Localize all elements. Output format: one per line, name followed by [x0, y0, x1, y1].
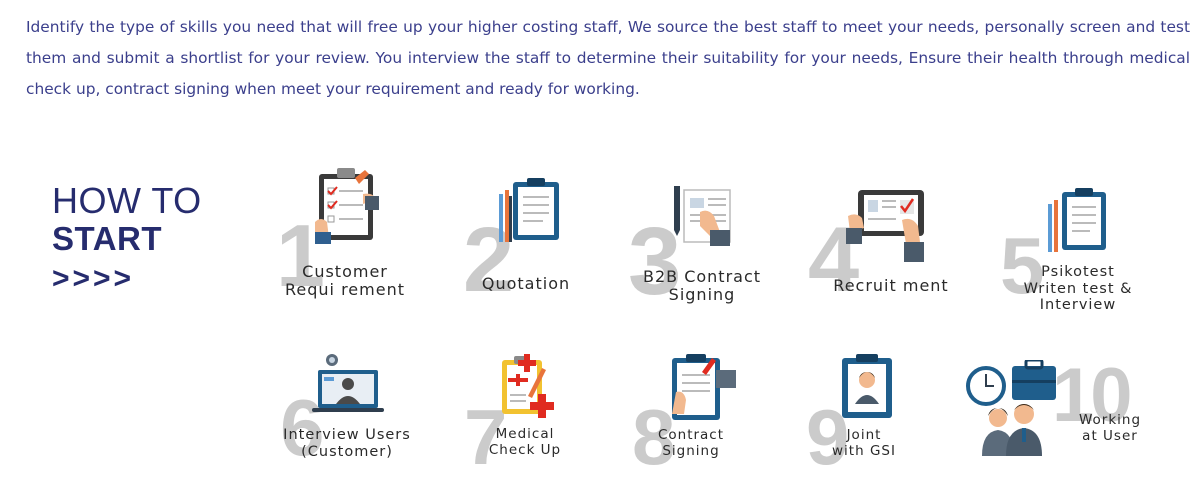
- step-label: Medical Check Up: [488, 426, 562, 458]
- step-label: Contract Signing: [657, 427, 725, 459]
- document-signing-icon: [674, 186, 731, 246]
- video-call-laptop-icon: [312, 354, 384, 412]
- start-line: START: [52, 220, 163, 257]
- clipboard-checklist-icon: [315, 168, 379, 244]
- clipboard-pens-icon: [499, 178, 559, 242]
- id-badge-icon: [842, 354, 892, 418]
- clipboard-signing-icon: [672, 354, 736, 420]
- intro-paragraph: Identify the type of skills you need tha…: [26, 18, 1190, 98]
- step-label: Working at User: [1078, 412, 1142, 444]
- clipboard-pencils-icon: [1048, 188, 1106, 252]
- workers-briefcase-clock-icon: [966, 360, 1056, 456]
- tablet-profile-icon: [846, 190, 924, 262]
- step-label: Recruit ment: [833, 276, 949, 295]
- how-to-line: HOW TO: [52, 180, 202, 221]
- step-label: Quotation: [481, 274, 571, 293]
- step-label: Customer Requi rement: [285, 262, 405, 300]
- how-to-start-heading: HOW TO START >>>>: [52, 182, 202, 300]
- step-label: Interview Users (Customer): [283, 427, 411, 460]
- medical-checklist-icon: [502, 354, 554, 418]
- step-label: B2B Contract Signing: [642, 267, 762, 305]
- step-label: Psikotest Writen test & Interview: [1023, 264, 1133, 314]
- arrows-line: >>>>: [52, 262, 135, 295]
- step-label: Joint with GSI: [832, 427, 896, 459]
